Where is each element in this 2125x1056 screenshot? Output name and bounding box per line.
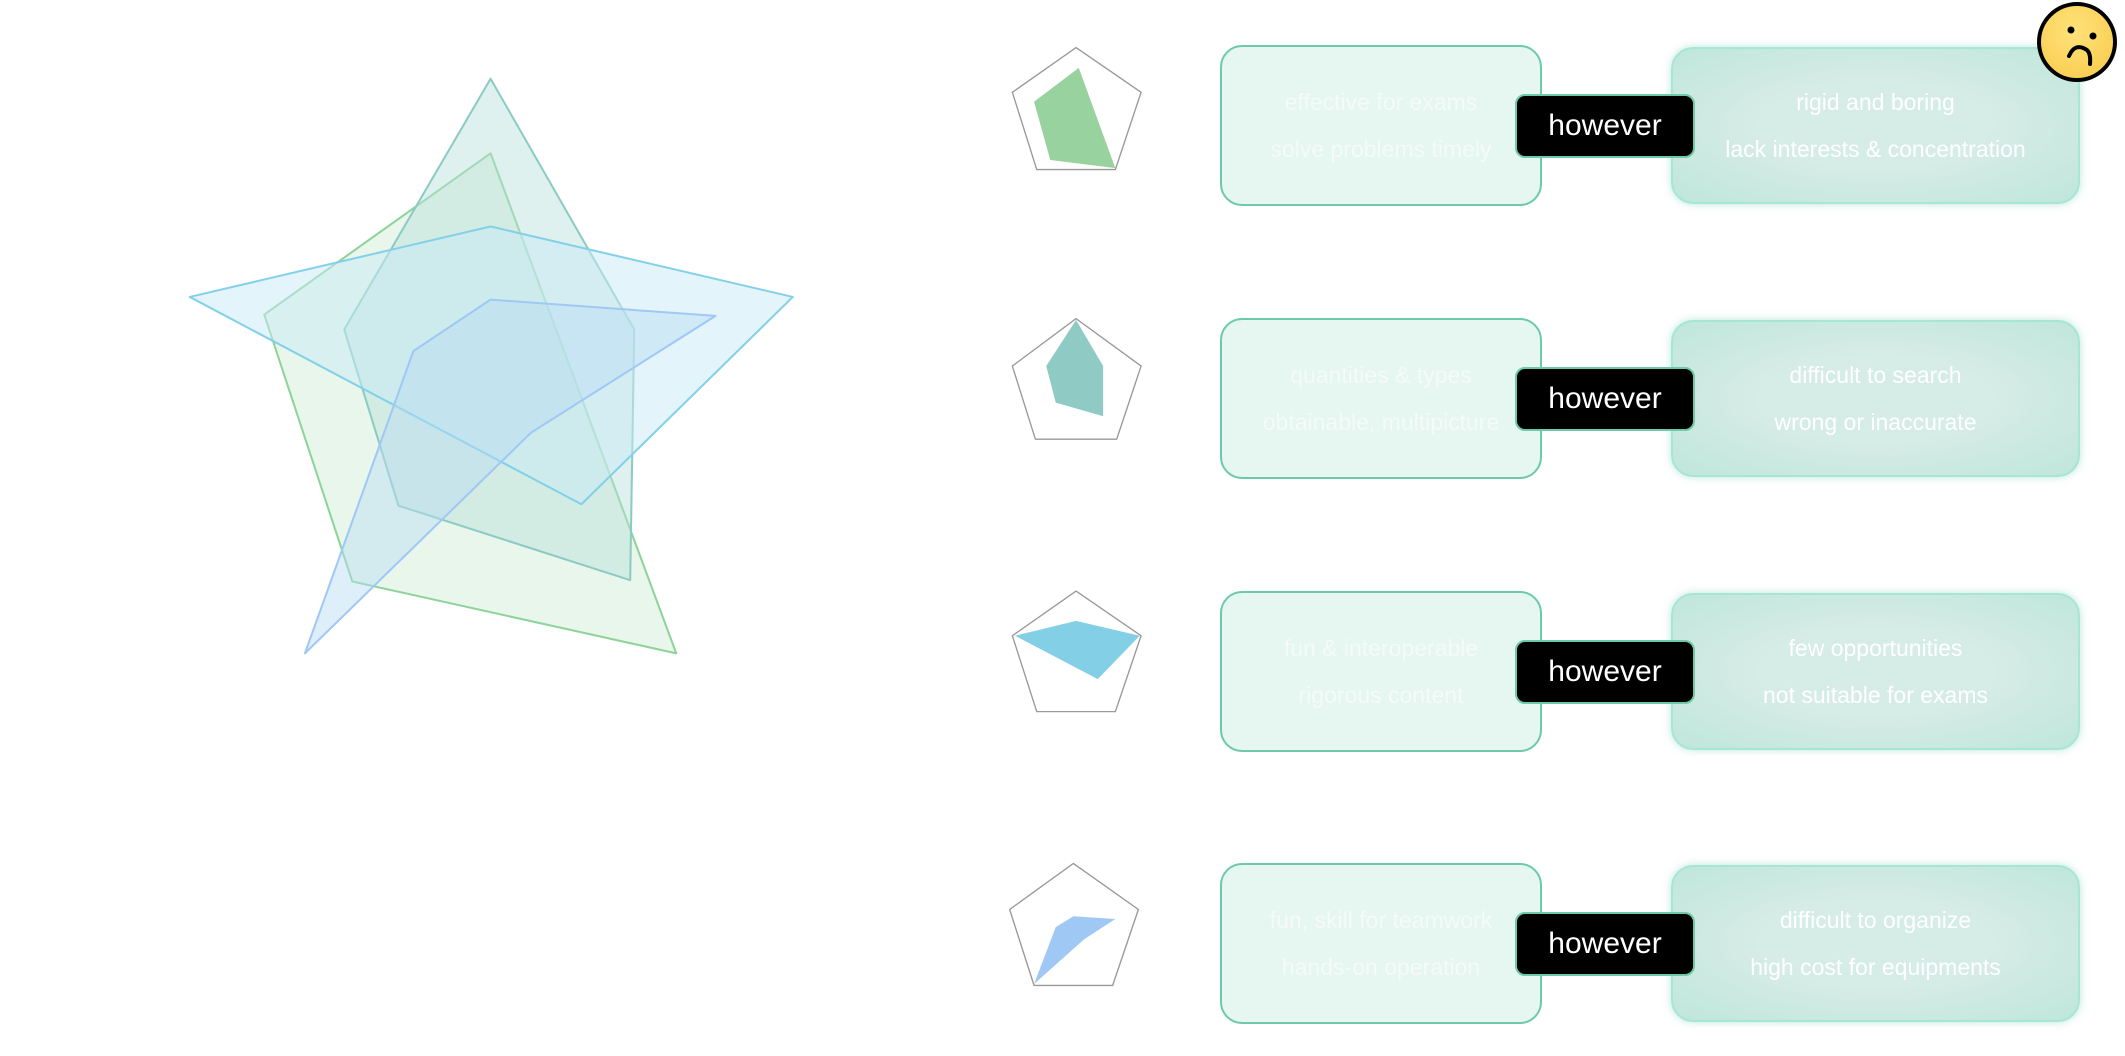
con-text: lack interests & concentration — [1725, 135, 2026, 162]
comparison-row-3: fun & interoperable rigorous content few… — [0, 591, 2125, 756]
cons-box: difficult to search wrong or inaccurate — [1671, 320, 2080, 477]
cons-box: few opportunities not suitable for exams — [1671, 593, 2080, 750]
pros-box: fun, skill for teamwork hands-on operati… — [1220, 863, 1542, 1024]
mini-radar-1 — [1011, 46, 1142, 171]
pros-box: quantities & types obtainable, multipict… — [1220, 318, 1542, 479]
mini-radar-2 — [1011, 317, 1142, 440]
pro-text: quantities & types — [1290, 361, 1472, 388]
pro-text: obtainable, multipicture — [1262, 408, 1500, 435]
sad-face-icon — [2037, 2, 2117, 82]
con-text: wrong or inaccurate — [1774, 408, 1977, 435]
however-label: however — [1515, 912, 1695, 976]
pros-box: fun & interoperable rigorous content — [1220, 591, 1542, 752]
con-text: high cost for equipments — [1750, 953, 2001, 980]
pro-text: fun, skill for teamwork — [1269, 906, 1493, 933]
however-label: however — [1515, 640, 1695, 704]
pro-text: solve problems timely — [1270, 135, 1492, 162]
con-text: not suitable for exams — [1762, 681, 1988, 708]
mini-radar-3 — [1011, 590, 1142, 713]
con-text: difficult to organize — [1779, 906, 1972, 933]
radar-series-blue — [303, 298, 717, 655]
comparison-row-1: effective for exams solve problems timel… — [0, 45, 2125, 210]
however-label: however — [1515, 94, 1695, 158]
pro-text: fun & interoperable — [1283, 634, 1479, 661]
overview-radar-chart — [188, 77, 794, 655]
con-text: rigid and boring — [1796, 88, 1955, 115]
pro-text: rigorous content — [1298, 681, 1464, 708]
mini-radar-4 — [1008, 862, 1140, 987]
pro-text: hands-on operation — [1281, 953, 1481, 980]
cons-box: difficult to organize high cost for equi… — [1671, 865, 2080, 1022]
comparison-row-4: fun, skill for teamwork hands-on operati… — [0, 863, 2125, 1028]
comparison-row-2: quantities & types obtainable, multipict… — [0, 318, 2125, 483]
radar-series-cyan — [188, 225, 794, 506]
pros-box: effective for exams solve problems timel… — [1220, 45, 1542, 206]
con-text: difficult to search — [1789, 361, 1962, 388]
pro-text: effective for exams — [1284, 88, 1478, 115]
however-label: however — [1515, 367, 1695, 431]
con-text: few opportunities — [1788, 634, 1963, 661]
cons-box: rigid and boring lack interests & concen… — [1671, 47, 2080, 204]
